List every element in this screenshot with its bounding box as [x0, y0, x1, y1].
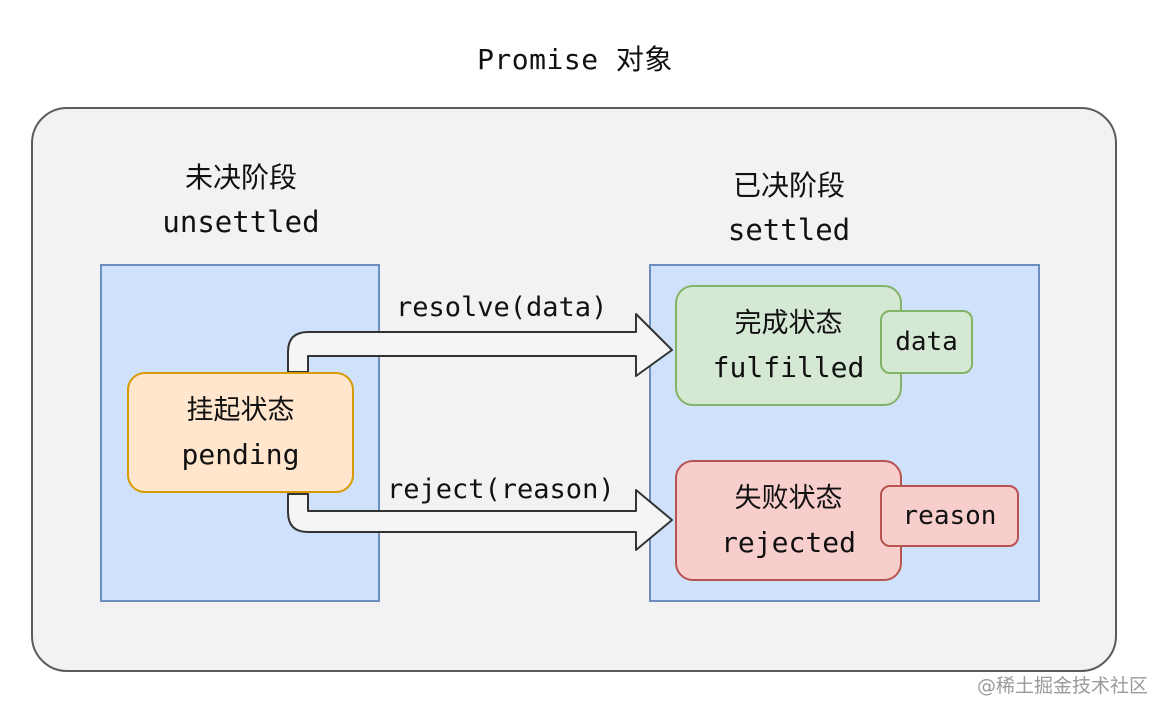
settled-phase-cn: 已决阶段 — [732, 169, 845, 202]
rejected-payload: reason — [880, 485, 1019, 547]
reject-label: reject(reason) — [387, 474, 615, 505]
pending-state-en: pending — [181, 437, 300, 471]
reject-arrow — [287, 489, 673, 551]
settled-phase-heading: 已决阶段 settled — [649, 164, 929, 252]
watermark: @稀土掘金技术社区 — [976, 675, 1148, 697]
diagram-title: Promise 对象 — [477, 43, 673, 76]
pending-state-cn: 挂起状态 — [186, 394, 295, 426]
unsettled-phase-heading: 未决阶段 unsettled — [101, 156, 381, 244]
resolve-label: resolve(data) — [396, 292, 608, 323]
fulfilled-state-en: fulfilled — [712, 350, 865, 384]
rejected-state-en: rejected — [721, 525, 856, 559]
rejected-state: 失败状态 rejected — [675, 460, 902, 581]
resolve-arrow — [287, 313, 673, 377]
fulfilled-state-cn: 完成状态 — [734, 307, 843, 339]
fulfilled-state: 完成状态 fulfilled — [675, 285, 902, 406]
unsettled-phase-cn: 未决阶段 — [184, 161, 297, 194]
pending-state: 挂起状态 pending — [127, 372, 354, 493]
rejected-state-cn: 失败状态 — [734, 482, 843, 514]
settled-phase-en: settled — [727, 213, 851, 247]
unsettled-phase-en: unsettled — [162, 205, 320, 239]
fulfilled-payload: data — [880, 310, 973, 374]
